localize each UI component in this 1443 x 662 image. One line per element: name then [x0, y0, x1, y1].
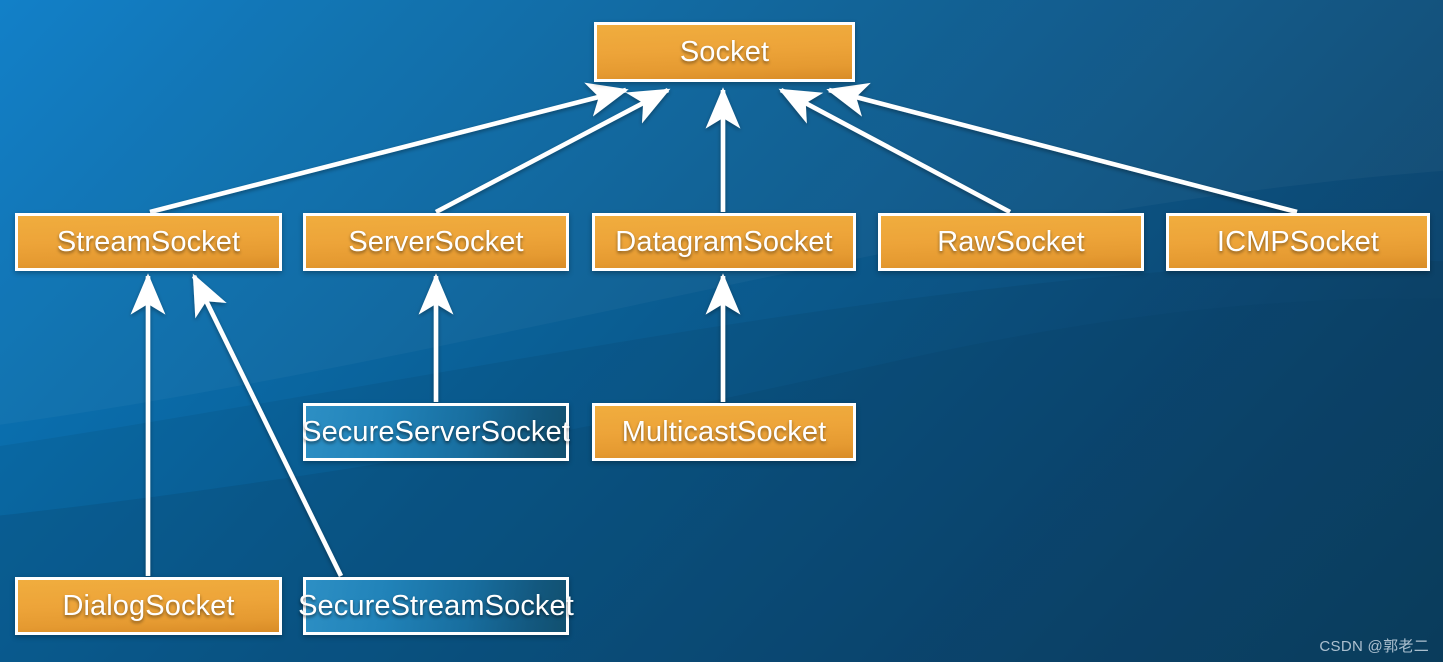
node-server-socket-label: ServerSocket: [348, 225, 524, 258]
node-secure-server-socket-label: SecureServerSocket: [302, 415, 570, 448]
node-multicast-socket-label: MulticastSocket: [621, 415, 827, 448]
node-socket[interactable]: Socket: [594, 22, 855, 82]
node-datagram-socket[interactable]: DatagramSocket: [592, 213, 856, 271]
watermark: CSDN @郭老二: [1319, 638, 1429, 655]
node-dialog-socket[interactable]: DialogSocket: [15, 577, 282, 635]
node-stream-socket[interactable]: StreamSocket: [15, 213, 282, 271]
node-secure-server-socket[interactable]: SecureServerSocket: [302, 403, 570, 461]
node-secure-stream-socket-label: SecureStreamSocket: [298, 589, 574, 622]
node-icmp-socket-label: ICMPSocket: [1216, 225, 1380, 258]
node-icmp-socket[interactable]: ICMPSocket: [1166, 213, 1430, 271]
node-socket-label: Socket: [679, 35, 770, 68]
node-raw-socket[interactable]: RawSocket: [878, 213, 1144, 271]
node-secure-stream-socket[interactable]: SecureStreamSocket: [298, 577, 574, 635]
node-raw-socket-label: RawSocket: [937, 225, 1085, 258]
node-stream-socket-label: StreamSocket: [56, 225, 241, 258]
node-dialog-socket-label: DialogSocket: [62, 589, 235, 622]
node-multicast-socket[interactable]: MulticastSocket: [592, 403, 856, 461]
node-datagram-socket-label: DatagramSocket: [615, 225, 833, 258]
node-server-socket[interactable]: ServerSocket: [303, 213, 569, 271]
